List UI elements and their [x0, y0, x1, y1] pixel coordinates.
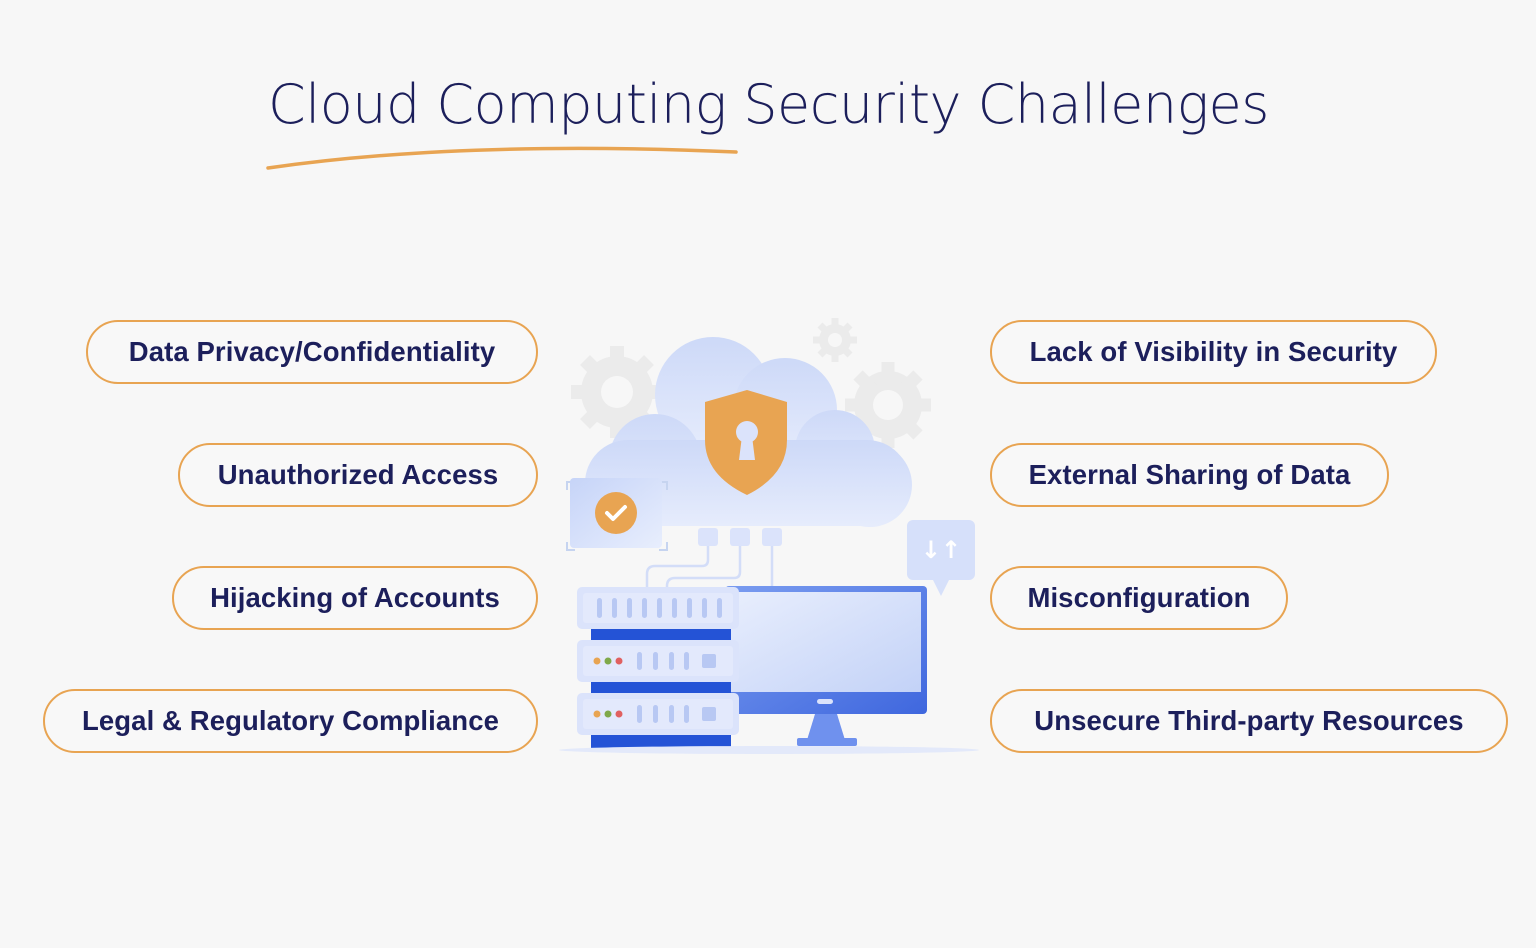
- gear-icon: [845, 362, 931, 448]
- challenge-pill-unsecure-third-party: Unsecure Third-party Resources: [990, 689, 1508, 753]
- challenge-label: External Sharing of Data: [1028, 459, 1351, 490]
- challenge-pill-legal-compliance: Legal & Regulatory Compliance: [43, 689, 538, 753]
- challenge-label: Data Privacy/Confidentiality: [128, 336, 496, 367]
- challenge-label: Misconfiguration: [1027, 582, 1251, 613]
- challenge-pill-unauthorized-access: Unauthorized Access: [178, 443, 538, 507]
- challenge-pill-misconfiguration: Misconfiguration: [990, 566, 1288, 630]
- challenge-pill-lack-of-visibility: Lack of Visibility in Security: [990, 320, 1437, 384]
- svg-text:↓↑: ↓↑: [921, 536, 961, 564]
- challenge-label: Unauthorized Access: [217, 459, 499, 490]
- gear-icon: [813, 318, 857, 362]
- checkmark-badge-icon: [566, 478, 668, 551]
- cloud-security-illustration: ↓↑: [559, 318, 979, 754]
- challenge-label: Lack of Visibility in Security: [1029, 336, 1398, 367]
- monitor-icon: [725, 586, 927, 746]
- challenge-label: Hijacking of Accounts: [210, 582, 500, 613]
- data-transfer-arrows-icon: ↓↑: [907, 520, 975, 596]
- shield-keyhole-icon: [705, 390, 787, 495]
- gear-icon: [571, 346, 663, 438]
- challenge-label: Legal & Regulatory Compliance: [81, 705, 499, 736]
- cable-connectors: [698, 528, 782, 546]
- challenge-pill-external-sharing: External Sharing of Data: [990, 443, 1389, 507]
- challenge-label: Unsecure Third-party Resources: [1034, 705, 1464, 736]
- challenge-pill-hijacking-accounts: Hijacking of Accounts: [172, 566, 538, 630]
- server-rack-icon: [577, 587, 739, 748]
- page-title: Cloud Computing Security Challenges: [268, 73, 1269, 136]
- title-underline: [266, 146, 738, 170]
- challenge-pill-data-privacy: Data Privacy/Confidentiality: [86, 320, 538, 384]
